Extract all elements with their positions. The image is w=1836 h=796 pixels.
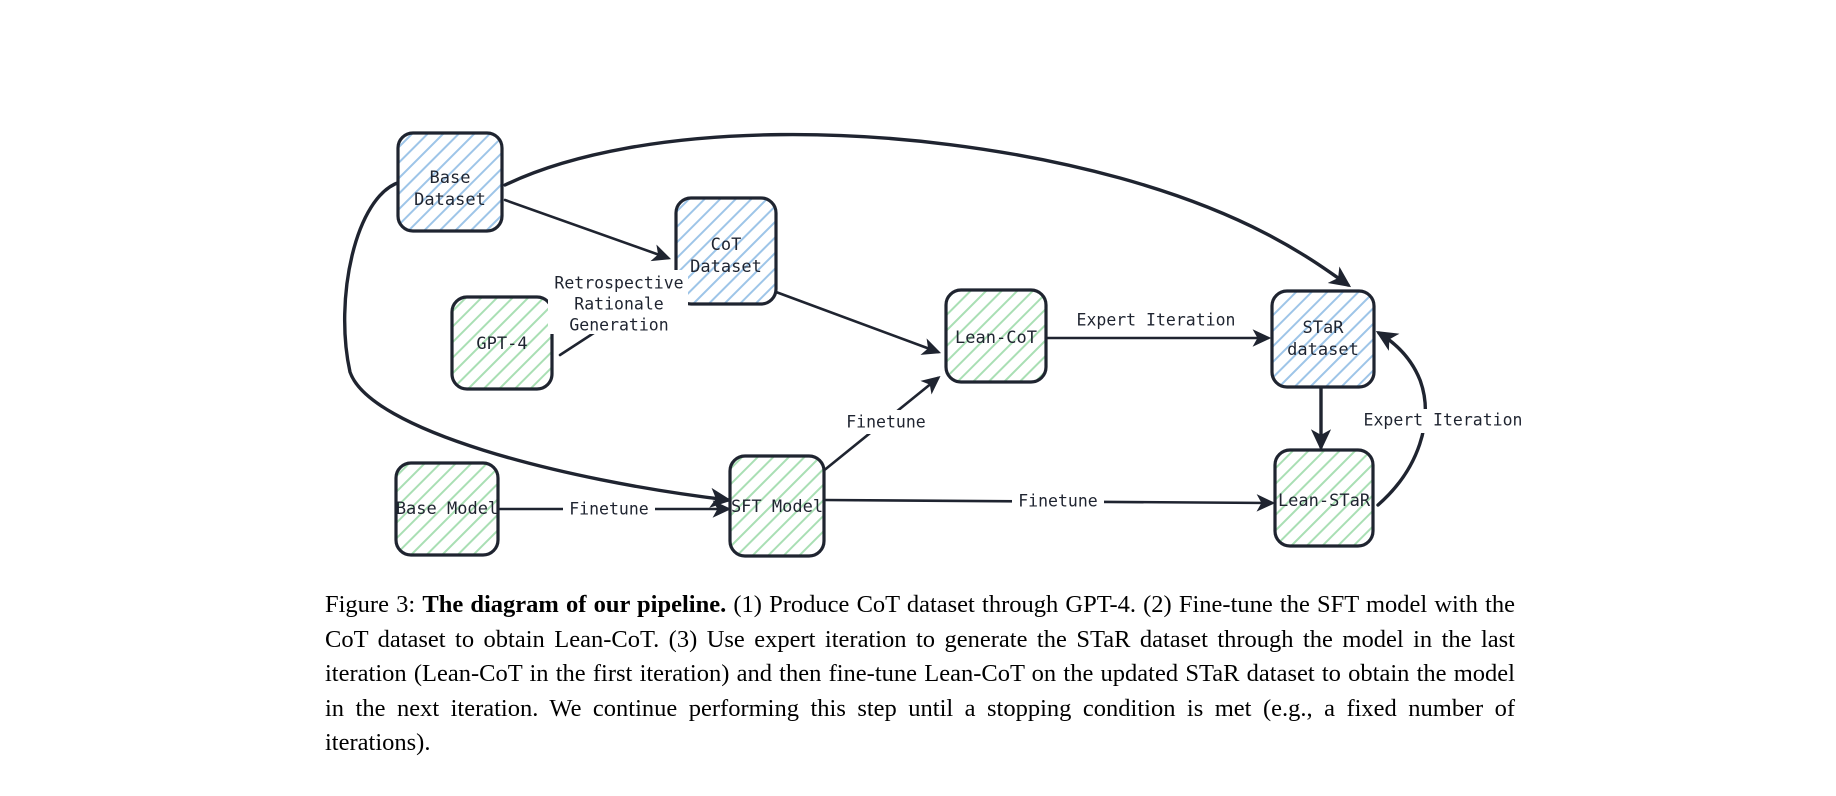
edge-label-finetune-base-to-sft: Finetune [563,497,655,521]
edge-label-expert-iteration-2: Expert Iteration [1364,411,1523,430]
edge-label-finetune-sft-to-lean-cot: Finetune [840,410,932,434]
caption-bold-title: The diagram of our pipeline. [422,591,727,618]
node-cot-dataset-label-line2: Dataset [690,257,762,277]
node-star-dataset-label-line2: dataset [1287,340,1359,360]
node-lean-star-label: Lean-STaR [1278,491,1371,511]
edge-label-retrospective-line3: Generation [569,316,668,335]
edge-label-finetune-1: Finetune [846,413,925,432]
edge-lean-star-to-star-dataset [1375,331,1428,507]
node-base-model-label: Base Model [396,499,498,519]
edge-base-dataset-to-sft-model [343,180,732,508]
edge-label-finetune-2: Finetune [569,500,648,519]
edge-base-dataset-to-cot-dataset [503,198,672,262]
node-cot-dataset[interactable]: CoT Dataset [674,196,778,306]
node-lean-cot[interactable]: Lean-CoT [944,288,1048,384]
node-base-dataset-label-line2: Dataset [414,190,486,210]
node-sft-model[interactable]: SFT Model [728,454,826,558]
node-gpt4-label: GPT-4 [476,334,527,354]
edge-label-expert-iteration-top: Expert Iteration [1075,308,1237,332]
node-sft-model-label: SFT Model [731,497,823,517]
node-star-dataset-label-line1: STaR [1303,318,1345,338]
node-base-model[interactable]: Base Model [394,461,500,557]
edge-label-expert-iteration-right: Expert Iteration [1358,409,1528,433]
node-cot-dataset-label-line1: CoT [711,235,742,255]
caption-body: (1) Produce CoT dataset through GPT-4. (… [325,591,1516,756]
node-lean-cot-label: Lean-CoT [955,328,1037,348]
node-base-dataset[interactable]: Base Dataset [396,131,504,233]
edge-label-expert-iteration-1: Expert Iteration [1077,311,1236,330]
edge-label-retrospective-line2: Rationale [574,295,663,314]
edge-label-retrospective-line1: Retrospective [554,274,683,293]
edge-cot-dataset-to-lean-cot [774,290,942,355]
caption-figure-number: Figure 3: [325,591,416,618]
edge-label-retrospective-rationale-generation: Retrospective Rationale Generation [548,270,688,335]
edge-base-dataset-to-star-dataset [503,132,1352,288]
node-gpt4[interactable]: GPT-4 [450,295,554,391]
node-star-dataset[interactable]: STaR dataset [1270,289,1376,389]
figure-caption: Figure 3: The diagram of our pipeline. (… [325,588,1515,761]
pipeline-diagram: Base Dataset CoT Dataset GPT-4 Lean-CoT [343,131,1528,558]
node-lean-star[interactable]: Lean-STaR [1273,448,1375,548]
edge-label-finetune-sft-to-lean-star: Finetune [1012,490,1104,514]
node-base-dataset-label-line1: Base [430,168,471,188]
edge-label-finetune-3: Finetune [1018,492,1097,511]
